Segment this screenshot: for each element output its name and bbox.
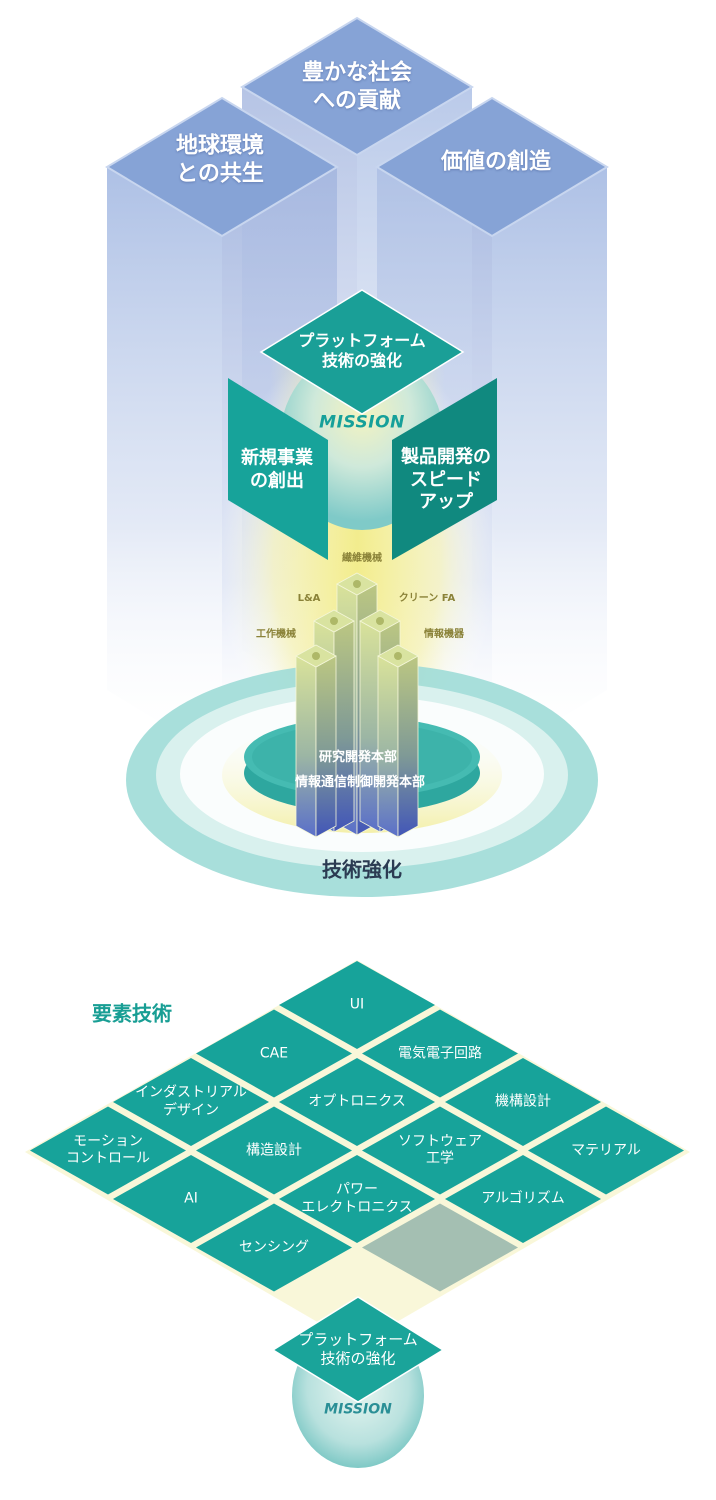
pillar-label-right: 価値の創造 bbox=[440, 149, 552, 175]
tile-label-line: センシング bbox=[239, 1238, 309, 1255]
tile-label-line: 構造設計 bbox=[246, 1141, 302, 1158]
tile-2 bbox=[362, 1009, 518, 1098]
bar-label-machine-tool: 工作機械 bbox=[256, 628, 296, 640]
tile-label-8: ソフトウェア工学 bbox=[398, 1133, 482, 1168]
tile-0 bbox=[279, 961, 435, 1049]
bottom-mission-top-face bbox=[271, 1296, 445, 1403]
tile-label-line: ソフトウェア bbox=[398, 1133, 482, 1149]
tile-label-10: AI bbox=[184, 1190, 198, 1208]
section-title: 要素技術 bbox=[92, 1001, 172, 1026]
tile-label-line: AI bbox=[184, 1190, 198, 1207]
tile-label-line: デザイン bbox=[163, 1102, 219, 1118]
pillar-left-top bbox=[105, 96, 339, 238]
tile-label-1: CAE bbox=[260, 1045, 288, 1063]
tile-label-line: CAE bbox=[259, 1044, 289, 1061]
tile-9 bbox=[528, 1106, 684, 1195]
tile-label-0: UI bbox=[350, 996, 364, 1014]
bar-1-icon bbox=[330, 617, 338, 625]
bar-3-right bbox=[315, 655, 337, 838]
tile-13 bbox=[196, 1203, 352, 1292]
tile-label-9: マテリアル bbox=[571, 1142, 641, 1160]
mission-right-label: 製品開発のスピードアップ bbox=[401, 446, 491, 513]
tile-label-7: 構造設計 bbox=[246, 1142, 302, 1160]
tile-label-line: モーション bbox=[73, 1133, 143, 1149]
tile-label-6: モーションコントロール bbox=[66, 1133, 150, 1168]
tile-4 bbox=[279, 1058, 435, 1146]
bar-label-textile: 繊維機械 bbox=[342, 552, 382, 564]
tile-3 bbox=[113, 1058, 269, 1146]
bar-label-info-device: 情報機器 bbox=[424, 628, 464, 640]
bar-label-la: L&A bbox=[297, 592, 321, 604]
tile-label-13: センシング bbox=[239, 1239, 309, 1257]
bar-4-right bbox=[397, 655, 419, 838]
tile-label-line: インダストリアル bbox=[135, 1084, 247, 1101]
tile-label-line: アルゴリズム bbox=[481, 1190, 565, 1207]
tile-label-line: パワー bbox=[336, 1181, 378, 1198]
pillar-left-front bbox=[107, 167, 222, 760]
tile-1 bbox=[196, 1009, 352, 1098]
base-label-ict: 情報通信制御開発本部 bbox=[294, 774, 426, 790]
bottom-mission-word: MISSION bbox=[324, 1401, 392, 1418]
tile-label-line: 電気電子回路 bbox=[398, 1044, 482, 1061]
mission-left-face bbox=[228, 378, 328, 560]
mission-left-label: 新規事業の創出 bbox=[241, 447, 313, 492]
pillar-center-top bbox=[240, 16, 474, 157]
tile-8 bbox=[362, 1106, 518, 1195]
tile-label-line: 機構設計 bbox=[495, 1093, 551, 1110]
tile-14 bbox=[362, 1203, 518, 1292]
tile-label-line: UI bbox=[349, 996, 365, 1013]
product-bars bbox=[295, 572, 419, 838]
bar-0-icon bbox=[353, 580, 361, 588]
tile-7 bbox=[196, 1106, 352, 1195]
tile-label-line: コントロール bbox=[66, 1150, 150, 1167]
tile-label-11: パワーエレクトロニクス bbox=[301, 1182, 413, 1217]
bar-2-icon bbox=[376, 617, 384, 625]
tile-12 bbox=[445, 1155, 601, 1243]
pillar-right-side bbox=[492, 167, 607, 760]
tile-label-3: インダストリアルデザイン bbox=[135, 1085, 247, 1120]
mission-top-face bbox=[259, 289, 465, 415]
tile-label-5: 機構設計 bbox=[495, 1093, 551, 1111]
pillar-label-center: 豊かな社会への貢献 bbox=[301, 60, 413, 114]
tile-10 bbox=[113, 1155, 269, 1243]
tile-5 bbox=[445, 1058, 601, 1146]
bar-label-clean-fa: クリーン FA bbox=[398, 592, 456, 604]
mission-word: MISSION bbox=[319, 412, 405, 433]
bar-1-right bbox=[333, 620, 355, 833]
mission-right-face bbox=[392, 378, 497, 560]
tile-label-line: マテリアル bbox=[571, 1141, 641, 1158]
tile-floor-glow bbox=[25, 960, 690, 1345]
pillar-label-left: 地球環境との共生 bbox=[175, 133, 265, 187]
base-label-rd: 研究開発本部 bbox=[318, 749, 398, 765]
bar-3-left bbox=[295, 655, 317, 838]
bar-4-icon bbox=[394, 652, 402, 660]
bar-4-left bbox=[377, 655, 399, 838]
ring-label: 技術強化 bbox=[322, 857, 402, 882]
mission-cube bbox=[228, 289, 497, 560]
bottom-mission-top-label: プラットフォーム技術の強化 bbox=[298, 1330, 418, 1367]
tile-label-line: 工学 bbox=[426, 1150, 454, 1167]
pillar-right-top bbox=[375, 96, 609, 238]
tile-label-2: 電気電子回路 bbox=[398, 1045, 482, 1063]
bar-3-icon bbox=[312, 652, 320, 660]
tech-tile-grid bbox=[30, 961, 684, 1292]
tile-label-4: オプトロニクス bbox=[308, 1093, 406, 1111]
bar-2-left bbox=[359, 620, 381, 833]
mission-top-label: プラットフォーム技術の強化 bbox=[298, 331, 426, 370]
tile-11 bbox=[279, 1155, 435, 1243]
tile-label-12: アルゴリズム bbox=[481, 1190, 565, 1208]
tile-6 bbox=[30, 1106, 186, 1195]
tile-label-line: エレクトロニクス bbox=[301, 1199, 413, 1215]
tile-label-line: オプトロニクス bbox=[308, 1093, 406, 1110]
